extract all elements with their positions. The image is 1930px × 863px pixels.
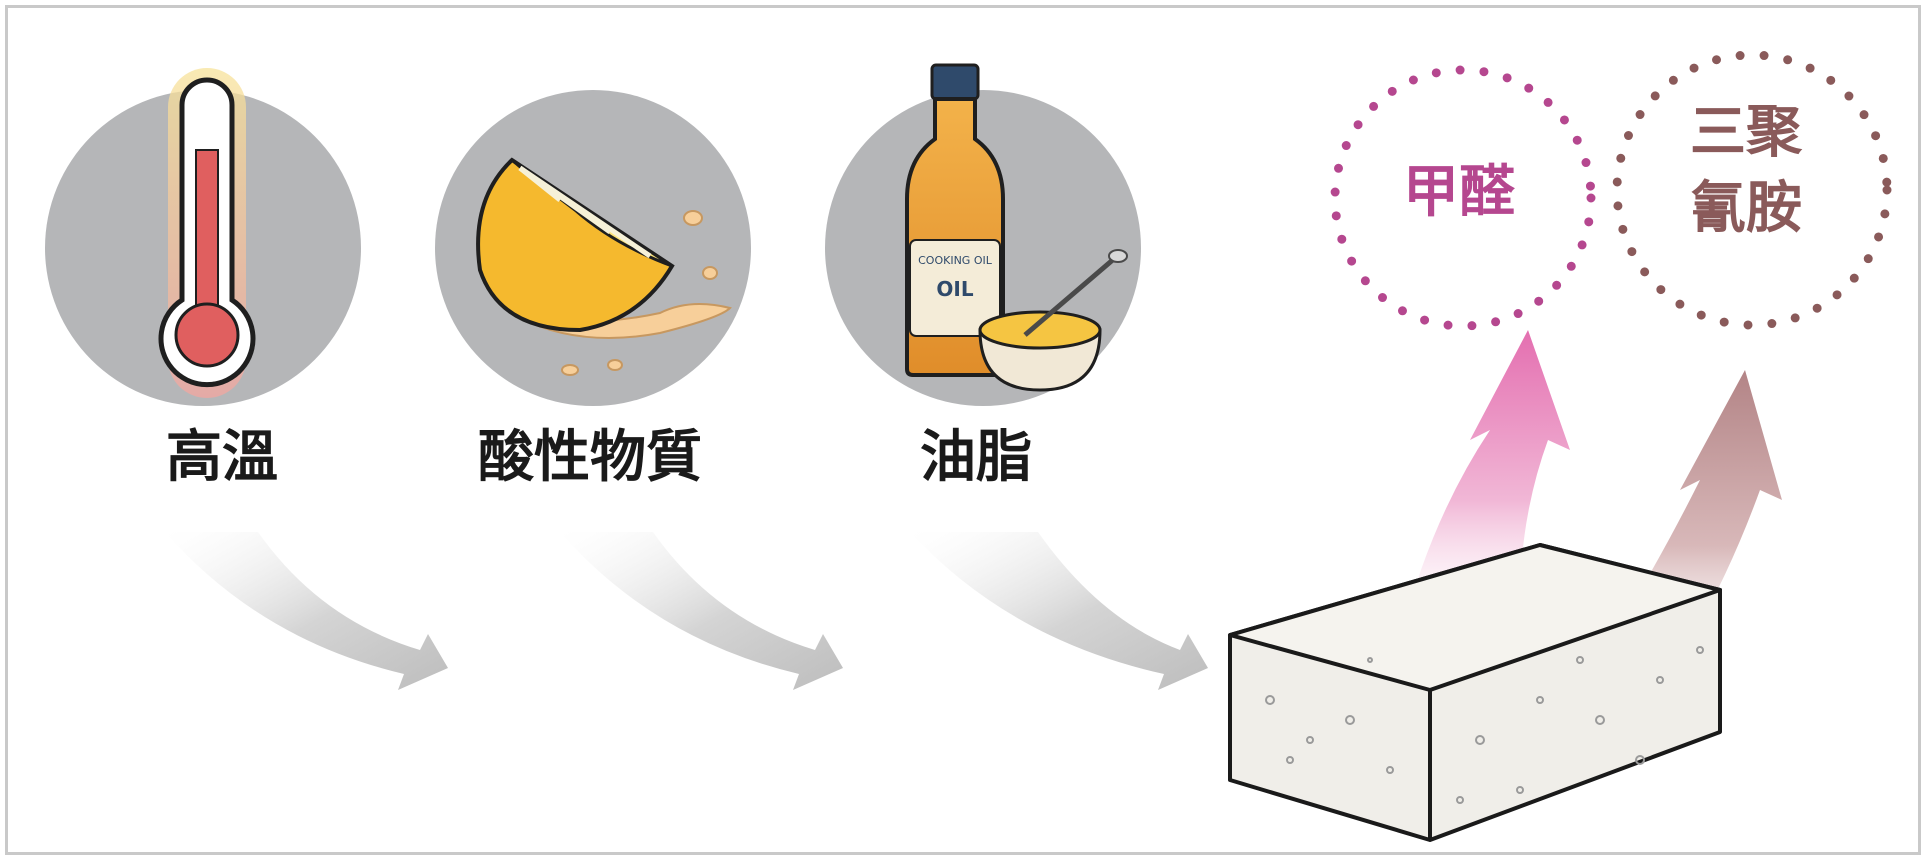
arrow-heat-to-target <box>165 532 448 690</box>
sponge-block-icon <box>1228 543 1722 842</box>
factor-label-oil: 油脂 <box>920 425 1032 490</box>
oil-bottle-icon: COOKING OIL OIL <box>905 63 1128 392</box>
factor-label-heat: 高溫 <box>166 425 278 490</box>
bottle-brand-text: COOKING OIL <box>918 254 993 267</box>
thermometer-icon <box>158 68 256 398</box>
formaldehyde-emission-arrow <box>1400 330 1570 640</box>
bottle-name-text: OIL <box>936 277 973 301</box>
diagram-frame <box>5 5 1921 855</box>
melamine-dotted-circle <box>1612 50 1892 330</box>
melamine-label-line1: 三聚 <box>1690 100 1802 165</box>
arrow-acid-to-target <box>560 532 843 690</box>
factor-label-acid: 酸性物質 <box>478 425 702 490</box>
melamine-label-line2: 氰胺 <box>1690 176 1802 241</box>
formaldehyde-dotted-circle <box>1330 65 1596 331</box>
arrow-oil-to-target <box>910 532 1208 690</box>
formaldehyde-label: 甲醛 <box>1403 160 1515 225</box>
lemon-icon <box>476 157 732 376</box>
